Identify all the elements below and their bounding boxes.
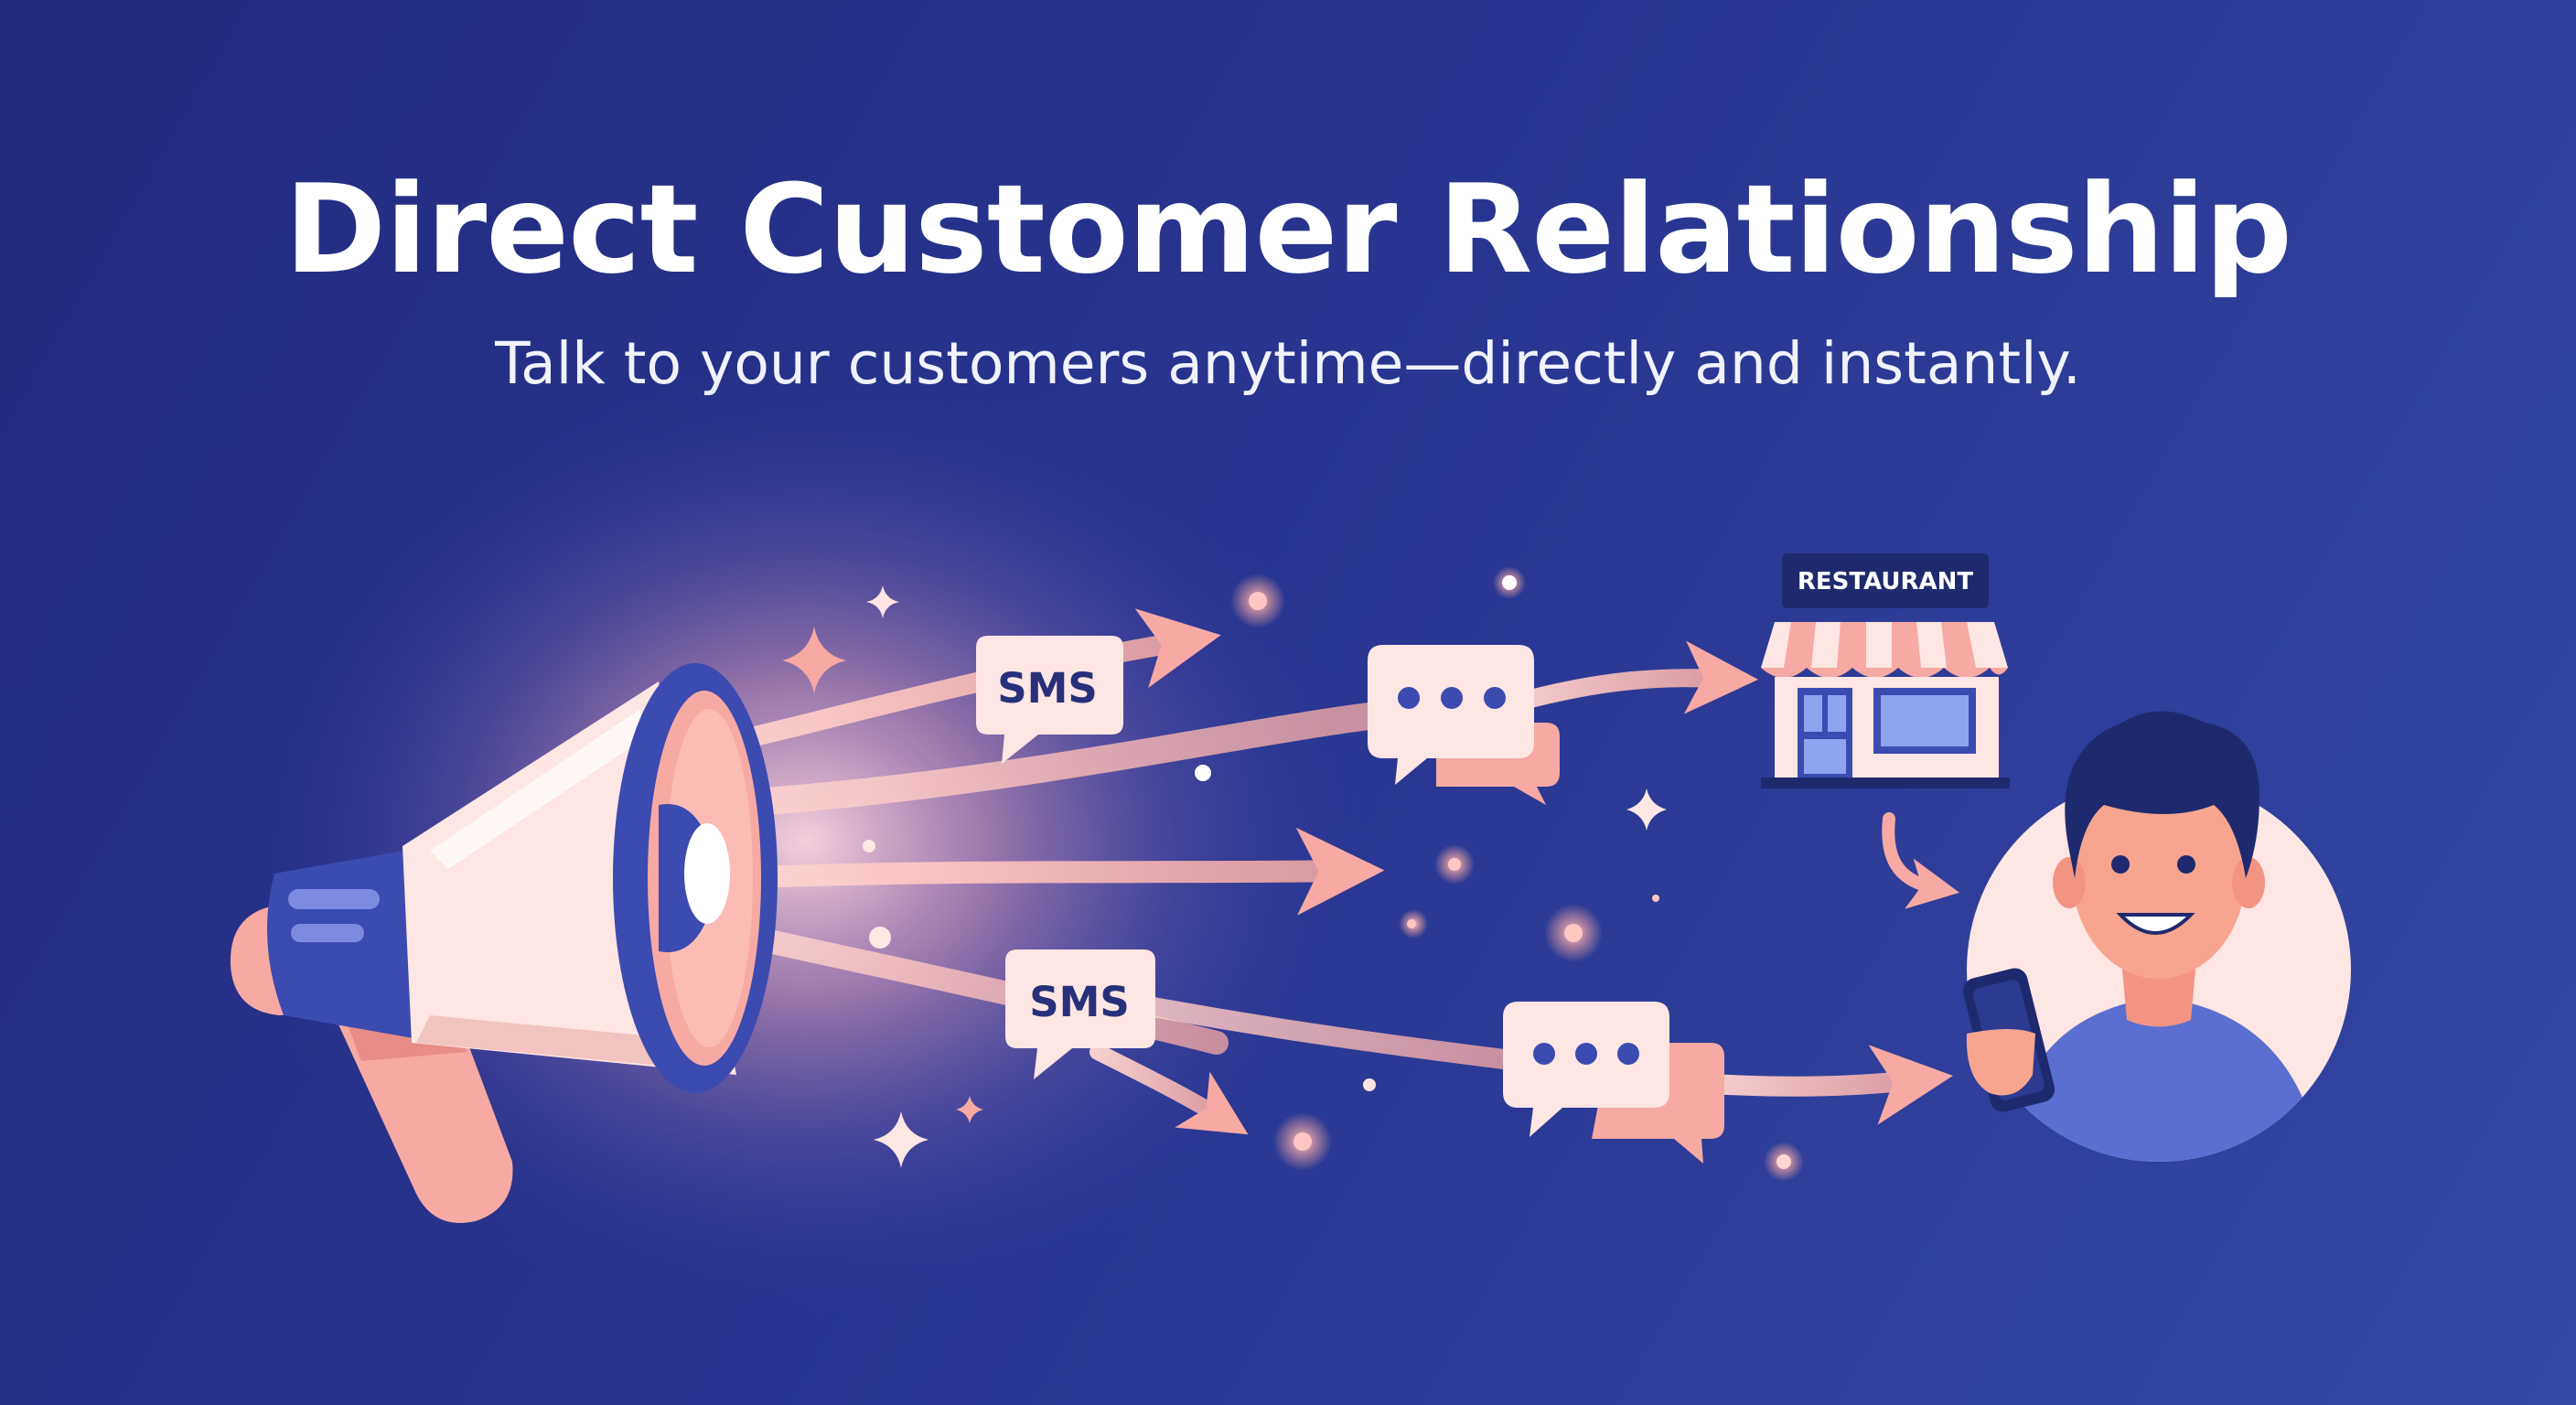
megaphone-icon — [230, 663, 778, 1223]
chat-bubble-icon — [1503, 1002, 1669, 1137]
sparkle-icon — [866, 585, 899, 618]
sparkle-icons — [782, 585, 1667, 1168]
sparkle-icon — [956, 1096, 983, 1123]
page-title: Direct Customer Relationship — [284, 158, 2292, 301]
sparkle-icon — [782, 627, 846, 693]
restaurant-sign-label: RESTAURANT — [1798, 568, 1974, 595]
customer-avatar-icon — [1962, 711, 2351, 1162]
chat-bubble-top — [1368, 645, 1560, 805]
megaphone-glow — [238, 366, 1372, 1317]
sms-label-top: SMS — [997, 664, 1098, 713]
chat-bubble-icon — [1368, 645, 1534, 785]
glow-dots — [863, 566, 1804, 1182]
stream-to-customer — [1701, 1045, 1953, 1125]
chat-bubble-icon — [1005, 949, 1155, 1079]
stream-sms-bottom-out — [1089, 1044, 1249, 1135]
restaurant-sign — [1782, 553, 1989, 608]
storefront-icon: RESTAURANT — [1761, 553, 2010, 788]
sparkle-icon — [874, 1111, 928, 1168]
chat-bubble-icon — [976, 636, 1123, 764]
sparkle-icon — [1626, 788, 1667, 831]
sms-label-bottom: SMS — [1029, 978, 1130, 1026]
stream-to-chat-top — [700, 700, 1404, 819]
stream-to-restaurant — [1500, 640, 1758, 714]
sms-bubble-bottom: SMS — [1005, 949, 1155, 1079]
chat-bubble-bottom — [1503, 1002, 1724, 1164]
stream-restaurant-to-customer — [1882, 812, 1960, 909]
sms-bubble-top: SMS — [976, 636, 1123, 764]
stream-middle — [721, 827, 1385, 916]
